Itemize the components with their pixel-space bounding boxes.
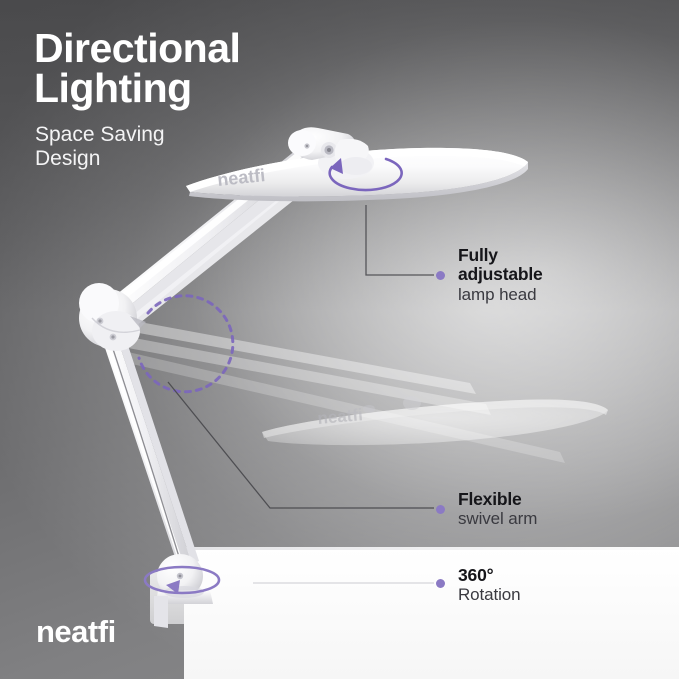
headline: Directional Lighting xyxy=(34,25,241,112)
subheadline-line-1: Space Saving xyxy=(35,123,165,146)
callout-title: Flexible xyxy=(458,489,522,509)
lamp-head: neatfi xyxy=(186,147,528,202)
lower-arm xyxy=(99,321,199,566)
callout-dot-fully-adjustable xyxy=(436,271,445,280)
ghost-arm-positions xyxy=(118,318,565,463)
base-rotation-ring xyxy=(143,565,221,595)
callout-fully-adjustable: Fully adjustable lamp head xyxy=(458,245,543,304)
callout-subtitle: lamp head xyxy=(458,284,537,304)
subheadline: Space Saving Design xyxy=(35,123,165,171)
callout-subtitle: Rotation xyxy=(458,585,521,605)
upper-arm xyxy=(106,150,319,330)
callout-dot-360-rotation xyxy=(436,579,445,588)
leader-line-flexible xyxy=(167,381,434,509)
callout-title: 360° xyxy=(458,565,494,585)
svg-text:neatfi: neatfi xyxy=(317,405,364,428)
ghost-lamp-head: neatfi xyxy=(262,396,608,446)
callout-flexible-swivel-arm: Flexible swivel arm xyxy=(458,489,538,529)
headline-line-1: Directional xyxy=(34,25,241,71)
lamp-head-hinge xyxy=(288,127,374,179)
subheadline-line-2: Design xyxy=(35,146,101,170)
head-rotation-arc xyxy=(328,157,403,192)
headline-line-2: Lighting xyxy=(34,65,192,112)
callout-360-rotation: 360° Rotation xyxy=(458,565,521,605)
elbow-joint xyxy=(79,283,146,351)
desk-surface xyxy=(184,547,679,679)
callout-dot-flexible xyxy=(436,505,445,514)
clamp-base xyxy=(154,554,213,628)
callout-title: Fully adjustable xyxy=(458,245,543,285)
leader-line-fully-adjustable xyxy=(365,205,434,276)
elbow-swivel-arc xyxy=(137,294,235,394)
lamp-head-brand-mark: neatfi xyxy=(216,165,266,190)
brand-logo: neatfi xyxy=(36,614,116,649)
desk-front-edge xyxy=(184,547,679,550)
leader-lines xyxy=(167,205,434,584)
callout-subtitle: swivel arm xyxy=(458,509,538,529)
